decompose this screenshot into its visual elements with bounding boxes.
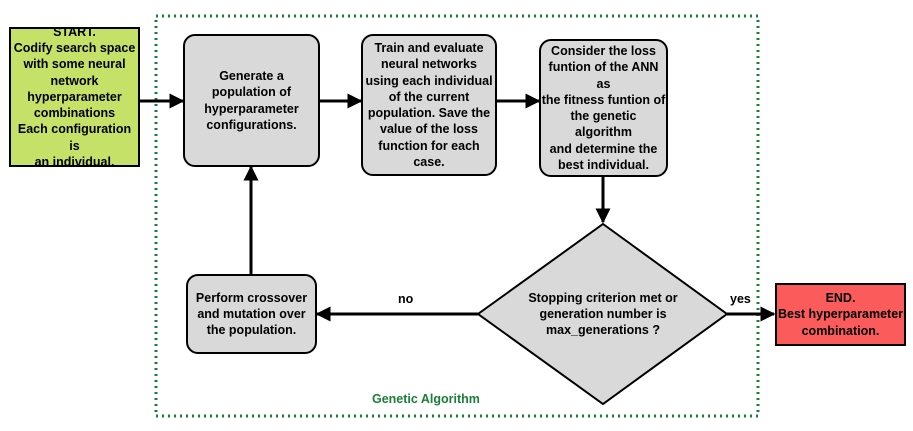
step-generate-population: Generate a population of hyperparameter … — [183, 34, 320, 167]
decision-text-container: Stopping criterion met or generation num… — [510, 280, 696, 348]
genetic-algorithm-group-border — [154, 14, 760, 418]
step-crossover-text: Perform crossover and mutation over the … — [195, 290, 308, 338]
edge-label-no: no — [398, 292, 414, 306]
start-node-text: START. Codify search space with some neu… — [13, 24, 136, 169]
step-generate-text: Generate a population of hyperparameter … — [204, 69, 299, 132]
step-train-evaluate: Train and evaluate neural networks using… — [361, 34, 497, 176]
end-node: END. Best hyperparameter combination. — [775, 283, 906, 346]
step-fitness-evaluation: Consider the loss funtion of the ANN as … — [539, 39, 668, 177]
decision-text: Stopping criterion met or generation num… — [528, 290, 678, 338]
start-node: START. Codify search space with some neu… — [9, 24, 140, 169]
decision-diamond — [476, 222, 729, 406]
step-train-text: Train and evaluate neural networks using… — [365, 41, 493, 169]
end-node-text: END. Best hyperparameter combination. — [777, 291, 904, 338]
step-crossover-mutation: Perform crossover and mutation over the … — [186, 274, 317, 354]
step-fitness-text: Consider the loss funtion of the ANN as … — [541, 44, 666, 172]
edge-label-yes: yes — [730, 292, 751, 306]
genetic-algorithm-label: Genetic Algorithm — [372, 392, 480, 406]
